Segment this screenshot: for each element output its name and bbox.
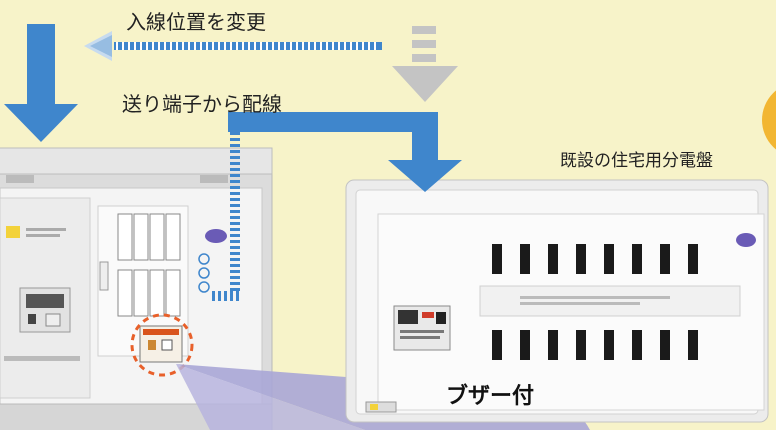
label-wire-from-send-terminal: 送り端子から配線 [122, 92, 282, 116]
left-dotted-arrow-icon [84, 31, 382, 61]
gray-down-arrow-icon [392, 26, 458, 102]
new-distribution-panel [0, 147, 273, 430]
existing-distribution-panel [345, 179, 769, 423]
label-with-buzzer: ブザー付 [446, 384, 535, 409]
accent-badge [762, 90, 776, 150]
routing-arrow-icon [228, 112, 462, 192]
cable-entry-holes [198, 253, 210, 293]
dashed-circle-icon [130, 313, 194, 377]
down-arrow-icon [4, 24, 78, 142]
dotted-wire-icon [212, 132, 240, 301]
label-change-entry-position: 入線位置を変更 [126, 10, 266, 34]
label-existing-panel: 既設の住宅用分電盤 [560, 151, 713, 171]
